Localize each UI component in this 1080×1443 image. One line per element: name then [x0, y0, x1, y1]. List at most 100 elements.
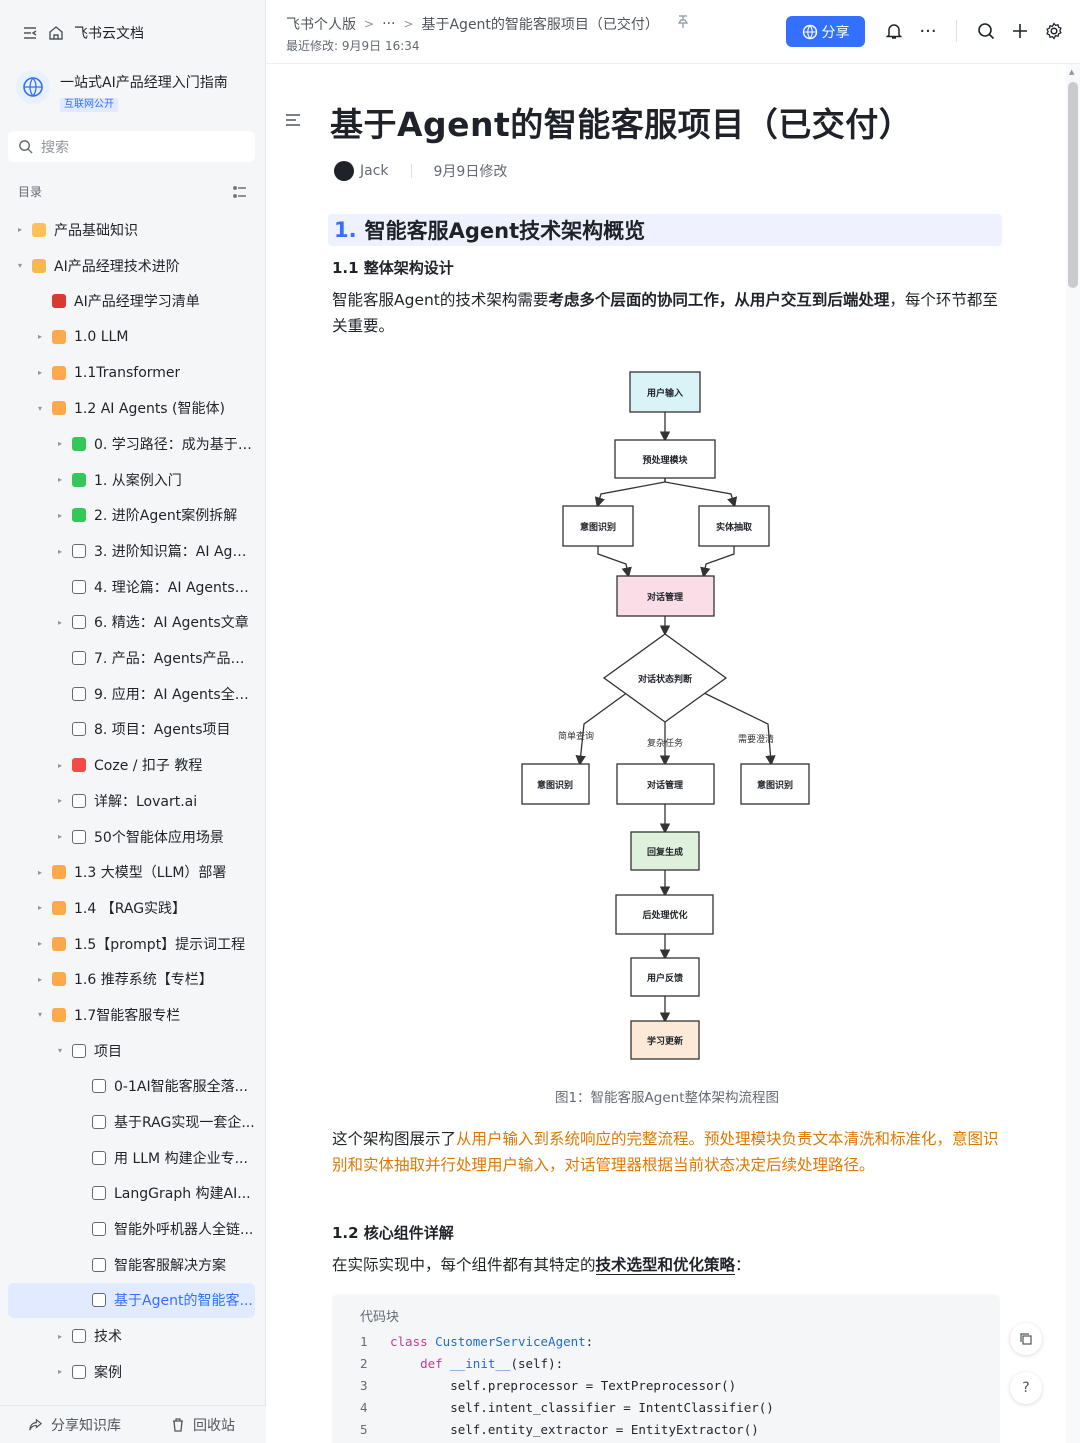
- settings-icon[interactable]: [1042, 19, 1066, 43]
- sidebar-item[interactable]: 智能客服解决方案: [8, 1247, 255, 1283]
- chevron-right-icon[interactable]: ▸: [57, 475, 62, 485]
- sidebar-item[interactable]: ▾AI产品经理技术进阶: [8, 248, 255, 284]
- heading-1-1[interactable]: 1.1 整体架构设计: [332, 259, 454, 277]
- list-settings-icon[interactable]: [232, 184, 248, 200]
- copy-icon[interactable]: [1010, 1323, 1042, 1355]
- sidebar-item[interactable]: ▾1.7智能客服专栏: [8, 997, 255, 1033]
- node-left[interactable]: 意图识别: [521, 763, 590, 805]
- node-reply[interactable]: 回复生成: [630, 831, 700, 871]
- paragraph-3[interactable]: 在实际实现中，每个组件都有其特定的技术选型和优化策略：: [332, 1252, 1002, 1278]
- paragraph-1[interactable]: 智能客服Agent的技术架构需要考虑多个层面的协同工作，从用户交互到后端处理，每…: [332, 287, 1002, 339]
- sidebar-item[interactable]: LangGraph 构建AI...: [8, 1176, 255, 1212]
- sidebar-item[interactable]: 用 LLM 构建企业专...: [8, 1140, 255, 1176]
- chevron-right-icon[interactable]: ▸: [37, 974, 42, 984]
- help-icon[interactable]: ?: [1010, 1372, 1042, 1404]
- chevron-right-icon[interactable]: ▸: [57, 439, 62, 449]
- sidebar-item[interactable]: ▸1.3 大模型（LLM）部署: [8, 854, 255, 890]
- chevron-down-icon[interactable]: ▾: [37, 1010, 42, 1020]
- chevron-down-icon[interactable]: ▾: [57, 1046, 62, 1056]
- sidebar-item[interactable]: ▸1.4 【RAG实践】: [8, 890, 255, 926]
- chevron-right-icon[interactable]: ▸: [37, 368, 42, 378]
- outline-icon[interactable]: [284, 112, 302, 133]
- sidebar-item[interactable]: ▸Coze / 扣子 教程: [8, 747, 255, 783]
- chevron-right-icon[interactable]: ▸: [37, 903, 42, 913]
- sidebar-item[interactable]: 基于RAG实现一套企...: [8, 1104, 255, 1140]
- doc-title[interactable]: 基于Agent的智能客服项目（已交付）: [330, 105, 913, 144]
- collapse-sidebar-icon[interactable]: [22, 25, 38, 41]
- crumb-more[interactable]: ···: [382, 16, 396, 32]
- sidebar-item[interactable]: ▸1. 从案例入门: [8, 462, 255, 498]
- node-right[interactable]: 意图识别: [740, 763, 810, 805]
- sidebar-item[interactable]: 9. 应用：AI Agents全景图: [8, 676, 255, 712]
- node-feedback[interactable]: 用户反馈: [630, 957, 700, 997]
- sidebar-item[interactable]: 智能外呼机器人全链...: [8, 1211, 255, 1247]
- sidebar-item[interactable]: ▸1.6 推荐系统【专栏】: [8, 961, 255, 997]
- sidebar-item[interactable]: 4. 理论篇：AI Agents理...: [8, 569, 255, 605]
- knowledge-space[interactable]: 一站式AI产品经理入门指南 互联网公开: [16, 70, 256, 114]
- chevron-right-icon[interactable]: ▸: [37, 939, 42, 949]
- node-decision[interactable]: 对话状态判断: [602, 633, 728, 723]
- share-button[interactable]: 分享: [786, 16, 865, 47]
- sidebar-item[interactable]: ▸详解：Lovart.ai: [8, 783, 255, 819]
- chevron-right-icon[interactable]: ▸: [57, 510, 62, 520]
- sidebar-item[interactable]: 基于Agent的智能客...: [8, 1282, 255, 1319]
- sidebar-item[interactable]: ▸1.5【prompt】提示词工程: [8, 926, 255, 962]
- search-icon[interactable]: [974, 19, 998, 43]
- sidebar-item[interactable]: 8. 项目：Agents项目: [8, 712, 255, 748]
- chevron-right-icon[interactable]: ▸: [57, 617, 62, 627]
- sidebar-item[interactable]: ▸3. 进阶知识篇：AI Agen...: [8, 533, 255, 569]
- sidebar-item[interactable]: ▸0. 学习路径：成为基于A...: [8, 426, 255, 462]
- sidebar-item[interactable]: ▸50个智能体应用场景: [8, 819, 255, 855]
- sidebar-item[interactable]: ▸2. 进阶Agent案例拆解: [8, 498, 255, 534]
- scroll-up-icon[interactable]: ▲: [1069, 68, 1075, 76]
- node-preprocess[interactable]: 预处理模块: [614, 439, 716, 479]
- search-input[interactable]: 搜索: [8, 131, 255, 162]
- chevron-right-icon[interactable]: ▸: [37, 332, 42, 342]
- node-learn[interactable]: 学习更新: [630, 1020, 700, 1060]
- share-kb-button[interactable]: 分享知识库: [28, 1415, 121, 1435]
- app-name[interactable]: 飞书云文档: [74, 26, 144, 42]
- heading-1-2[interactable]: 1.2 核心组件详解: [332, 1224, 454, 1242]
- link-span[interactable]: 技术选型和优化策略: [595, 1256, 736, 1275]
- sidebar-item[interactable]: ▸6. 精选：AI Agents文章: [8, 605, 255, 641]
- avatar[interactable]: [334, 161, 354, 181]
- chevron-right-icon[interactable]: ▸: [17, 225, 22, 235]
- chevron-right-icon[interactable]: ▸: [37, 867, 42, 877]
- bell-icon[interactable]: [882, 19, 906, 43]
- sidebar-item[interactable]: 7. 产品：Agents产品分析: [8, 640, 255, 676]
- chevron-right-icon[interactable]: ▸: [57, 796, 62, 806]
- add-icon[interactable]: [1008, 19, 1032, 43]
- chevron-right-icon[interactable]: ▸: [57, 546, 62, 556]
- node-user-input[interactable]: 用户输入: [629, 371, 701, 413]
- chevron-right-icon[interactable]: ▸: [57, 1367, 62, 1377]
- sidebar-item[interactable]: ▸案例: [8, 1354, 255, 1390]
- paragraph-2[interactable]: 这个架构图展示了从用户输入到系统响应的完整流程。预处理模块负责文本清洗和标准化，…: [332, 1126, 1002, 1178]
- architecture-flowchart[interactable]: 简单查询 复杂任务 需要澄清 用户输入 预处理模块 意图识别 实体抽取 对话管理…: [506, 354, 826, 1074]
- pin-icon[interactable]: [677, 15, 689, 33]
- chevron-right-icon[interactable]: ▸: [57, 832, 62, 842]
- node-entity[interactable]: 实体抽取: [698, 505, 770, 547]
- chevron-right-icon[interactable]: ▸: [57, 1331, 62, 1341]
- scrollbar[interactable]: ▲: [1066, 64, 1080, 1443]
- sidebar-item[interactable]: ▾项目: [8, 1033, 255, 1069]
- sidebar-item[interactable]: ▸产品基础知识: [8, 212, 255, 248]
- heading-1[interactable]: 1. 智能客服Agent技术架构概览: [328, 214, 1002, 246]
- sidebar-item[interactable]: ▸1.1Transformer: [8, 355, 255, 391]
- node-mid[interactable]: 对话管理: [616, 763, 715, 805]
- author-name[interactable]: Jack: [360, 163, 389, 179]
- node-intent[interactable]: 意图识别: [562, 505, 634, 547]
- node-post[interactable]: 后处理优化: [615, 894, 714, 935]
- sidebar-item[interactable]: ▸1.0 LLM: [8, 319, 255, 355]
- sidebar-item[interactable]: ▾1.2 AI Agents (智能体): [8, 390, 255, 426]
- crumb-root[interactable]: 飞书个人版: [286, 17, 356, 33]
- scroll-thumb[interactable]: [1068, 82, 1078, 288]
- chevron-right-icon[interactable]: ▸: [57, 760, 62, 770]
- node-dialog[interactable]: 对话管理: [616, 575, 715, 617]
- sidebar-item[interactable]: ▸技术: [8, 1318, 255, 1354]
- crumb-current[interactable]: 基于Agent的智能客服项目（已交付）: [421, 17, 659, 33]
- home-icon[interactable]: [48, 25, 64, 41]
- sidebar-item[interactable]: 0-1AI智能客服全落...: [8, 1069, 255, 1105]
- sidebar-item[interactable]: AI产品经理学习清单: [8, 283, 255, 319]
- chevron-down-icon[interactable]: ▾: [37, 403, 42, 413]
